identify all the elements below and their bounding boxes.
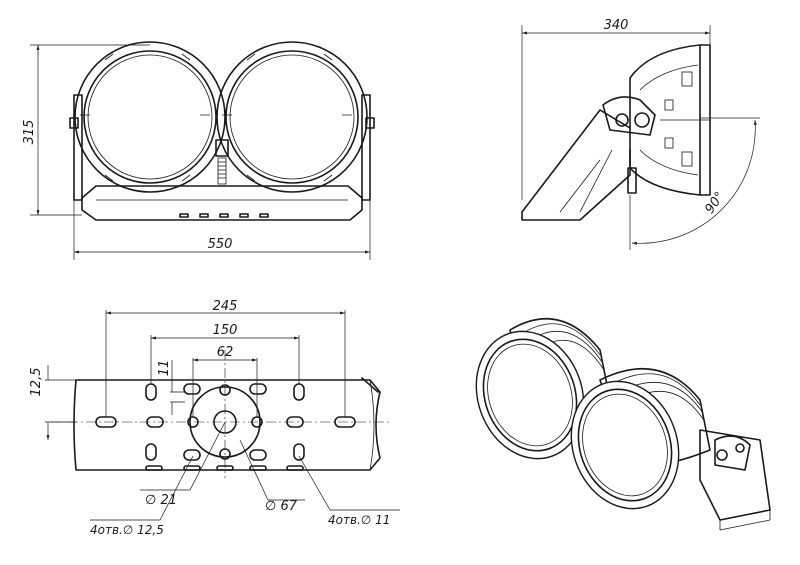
side-view: 340 90° bbox=[521, 18, 760, 250]
span-inner-label: 62 bbox=[217, 345, 234, 360]
isometric-view bbox=[475, 317, 771, 531]
span-outer-label: 245 bbox=[213, 299, 238, 314]
side-depth-label: 340 bbox=[604, 18, 629, 33]
bracket-view: 245 150 62 11 12,5 ∅ 21 ∅ 67 4отв.∅ 12,5… bbox=[29, 299, 400, 537]
span-mid-label: 150 bbox=[213, 323, 238, 338]
front-width-label: 550 bbox=[208, 237, 233, 252]
hole-offset-label: 11 bbox=[157, 360, 172, 377]
front-view: 550 315 bbox=[22, 41, 375, 260]
callout-holes-small: 4отв.∅ 11 bbox=[328, 513, 390, 527]
side-angle-label: 90° bbox=[702, 189, 728, 216]
front-height-label: 315 bbox=[22, 120, 37, 145]
callout-d67: ∅ 67 bbox=[265, 499, 298, 514]
callout-d21: ∅ 21 bbox=[145, 493, 177, 508]
edge-offset-label: 12,5 bbox=[29, 368, 44, 397]
callout-holes-large: 4отв.∅ 12,5 bbox=[90, 523, 164, 537]
